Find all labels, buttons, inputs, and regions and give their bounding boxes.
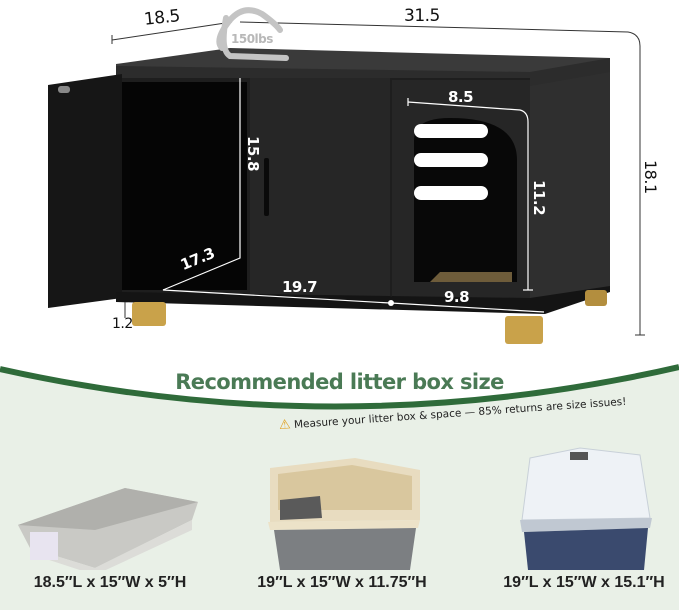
middle-door [250,78,390,298]
litter-box-open-pan [18,488,198,570]
interior-height-label: 15.8 [244,136,262,172]
litter-box-hooded [520,447,652,570]
leg-front-left [132,302,166,326]
cabinet-side [530,72,610,305]
width-height-dimension-line [239,21,641,335]
door-handle [264,158,269,216]
leg-height-label: 1.2 [112,316,133,332]
litter-box-high-sided [268,458,420,570]
depth-label: 18.5 [143,6,181,30]
interior-width-right-label: 9.8 [444,288,470,306]
cabinet-illustration [48,7,645,344]
weight-capacity-label: 150lbs [231,32,273,46]
height-label: 18.1 [641,160,660,194]
entry-height-label: 11.2 [530,180,548,216]
litter-box-caption-3: 19″L x 15″W x 15.1″H [503,574,665,591]
interior-width-left-label: 19.7 [282,278,318,296]
section-divider-curve [0,355,679,410]
depth-dimension-line [111,21,233,41]
leg-back-right [585,290,607,306]
litter-box-caption-2: 19″L x 15″W x 11.75″H [257,574,427,591]
open-compartment [122,82,247,290]
interior-dimension-line [162,78,391,304]
open-door [48,74,122,308]
section-title: Recommended litter box size [175,370,504,394]
litter-box-caption-1: 18.5″L x 15″W x 5″H [33,574,187,591]
width-label: 31.5 [404,6,440,26]
litter-box-illustrations [18,447,652,570]
entry-width-label: 8.5 [448,88,474,106]
warning-triangle-icon: ⚠ [278,417,292,433]
leg-front-right [505,316,543,344]
weight-capacity-icon [216,7,283,51]
entry-dimension-line [407,101,529,290]
door-magnet [58,86,70,93]
cabinet-base [116,286,610,314]
